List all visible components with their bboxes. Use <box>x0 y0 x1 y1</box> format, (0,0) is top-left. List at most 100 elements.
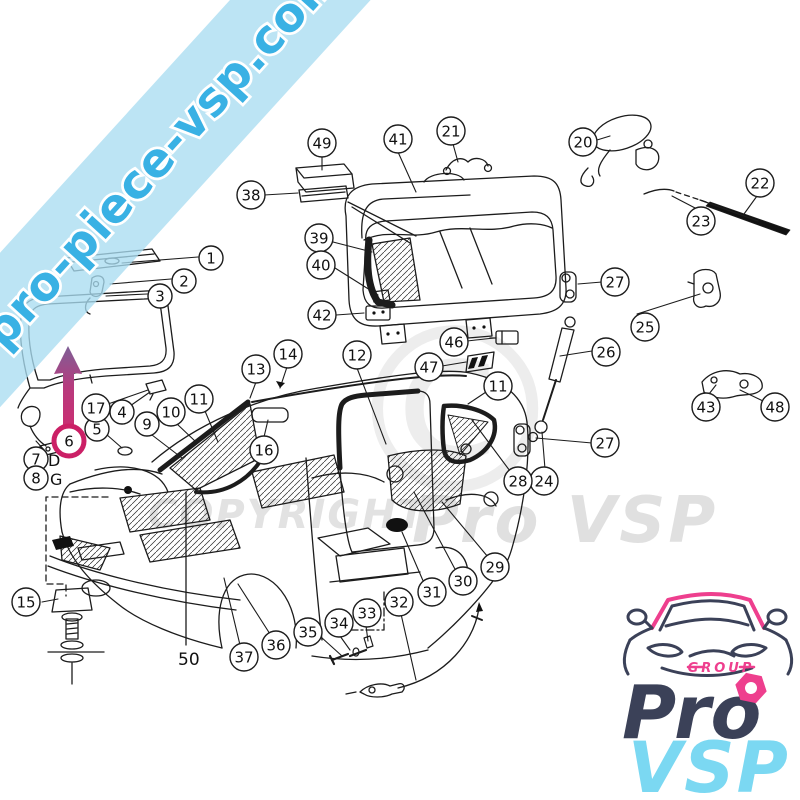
callout-1[interactable]: 1 <box>198 245 224 271</box>
callout-12[interactable]: 12 <box>342 340 372 370</box>
svg-text:41: 41 <box>388 131 407 149</box>
svg-text:14: 14 <box>278 346 297 364</box>
car-body <box>47 370 529 661</box>
svg-text:32: 32 <box>389 594 408 612</box>
lock-25 <box>687 268 721 308</box>
callout-11a[interactable]: 11 <box>184 384 214 414</box>
label-g: G <box>50 470 62 489</box>
callout-10[interactable]: 10 <box>156 397 186 427</box>
callout-39[interactable]: 39 <box>304 223 334 253</box>
callout-21[interactable]: 21 <box>436 116 466 146</box>
label-50: 50 <box>178 650 200 670</box>
callout-36[interactable]: 36 <box>261 630 291 660</box>
svg-text:31: 31 <box>422 584 441 602</box>
callout-17[interactable]: 17 <box>81 393 111 423</box>
watermark-band-bg <box>0 0 402 410</box>
svg-text:36: 36 <box>266 637 285 655</box>
bracket-43-48 <box>701 370 763 399</box>
dashdot-ref <box>341 591 385 631</box>
clip-21 <box>442 157 493 176</box>
clip-47 <box>465 351 495 373</box>
callout-6[interactable]: 6 <box>51 423 87 459</box>
callout-20[interactable]: 20 <box>568 127 598 157</box>
svg-text:29: 29 <box>485 559 504 577</box>
logo-vsp-text: VSP <box>628 727 790 800</box>
svg-text:15: 15 <box>16 594 35 612</box>
frame-hinge-part <box>20 379 167 457</box>
svg-text:20: 20 <box>573 134 592 152</box>
svg-text:1: 1 <box>206 250 216 268</box>
svg-text:47: 47 <box>419 359 438 377</box>
svg-text:37: 37 <box>234 649 253 667</box>
callout-46[interactable]: 46 <box>439 327 469 357</box>
callout-49[interactable]: 49 <box>307 128 337 158</box>
svg-text:12: 12 <box>347 347 366 365</box>
callout-25[interactable]: 25 <box>630 312 660 342</box>
callout-48[interactable]: 48 <box>760 392 790 422</box>
svg-text:30: 30 <box>453 573 472 591</box>
svg-text:23: 23 <box>691 213 710 231</box>
svg-text:25: 25 <box>635 319 654 337</box>
brand-text-watermark: Pro VSP <box>412 484 718 558</box>
callout-41[interactable]: 41 <box>383 124 413 154</box>
callout-32[interactable]: 32 <box>384 587 414 617</box>
svg-text:10: 10 <box>161 404 180 422</box>
svg-text:35: 35 <box>298 624 317 642</box>
callout-30[interactable]: 30 <box>448 566 478 596</box>
callout-9[interactable]: 9 <box>134 411 160 437</box>
callout-28[interactable]: 28 <box>503 466 533 496</box>
svg-text:27: 27 <box>595 435 614 453</box>
callout-40[interactable]: 40 <box>306 250 336 280</box>
callout-23[interactable]: 23 <box>686 206 716 236</box>
dashed-ref-left <box>45 496 109 597</box>
svg-text:6: 6 <box>64 433 74 451</box>
svg-text:49: 49 <box>312 135 331 153</box>
svg-text:42: 42 <box>312 307 331 325</box>
callout-16[interactable]: 16 <box>249 435 279 465</box>
callout-33[interactable]: 33 <box>352 598 382 628</box>
callout-8[interactable]: 8 <box>23 465 49 491</box>
callout-35[interactable]: 35 <box>293 617 323 647</box>
callout-47[interactable]: 47 <box>414 352 444 382</box>
svg-text:26: 26 <box>596 344 615 362</box>
callout-2[interactable]: 2 <box>171 268 197 294</box>
svg-text:46: 46 <box>444 334 463 352</box>
callout-13[interactable]: 13 <box>241 354 271 384</box>
callout-14[interactable]: 14 <box>273 339 303 369</box>
svg-text:13: 13 <box>246 361 265 379</box>
svg-text:21: 21 <box>441 123 460 141</box>
svg-text:8: 8 <box>31 470 41 488</box>
callout-22[interactable]: 22 <box>745 168 775 198</box>
callout-37[interactable]: 37 <box>229 642 259 672</box>
callout-24[interactable]: 24 <box>529 466 559 496</box>
callout-42[interactable]: 42 <box>307 300 337 330</box>
svg-text:17: 17 <box>86 400 105 418</box>
svg-text:24: 24 <box>534 473 553 491</box>
callout-29[interactable]: 29 <box>480 552 510 582</box>
label-d: D <box>48 451 60 470</box>
callout-38[interactable]: 38 <box>236 180 266 210</box>
svg-text:11: 11 <box>189 391 208 409</box>
logo-car-body <box>622 599 794 677</box>
svg-text:43: 43 <box>696 399 715 417</box>
callout-26[interactable]: 26 <box>591 337 621 367</box>
svg-text:27: 27 <box>605 274 624 292</box>
svg-text:11: 11 <box>488 378 507 396</box>
svg-text:33: 33 <box>357 605 376 623</box>
callout-11b[interactable]: 11 <box>483 371 513 401</box>
callout-31[interactable]: 31 <box>417 577 447 607</box>
callout-43[interactable]: 43 <box>691 392 721 422</box>
highlight-arrow <box>54 346 82 440</box>
gas-strut <box>534 316 576 434</box>
svg-text:9: 9 <box>142 416 152 434</box>
callout-27b[interactable]: 27 <box>590 428 620 458</box>
callout-27a[interactable]: 27 <box>600 267 630 297</box>
svg-text:5: 5 <box>92 421 102 439</box>
diagram-lineart: 50 D G <box>17 114 791 698</box>
callout-4[interactable]: 4 <box>109 399 135 425</box>
callout-34[interactable]: 34 <box>324 608 354 638</box>
callout-3[interactable]: 3 <box>147 283 173 309</box>
callout-15[interactable]: 15 <box>11 587 41 617</box>
